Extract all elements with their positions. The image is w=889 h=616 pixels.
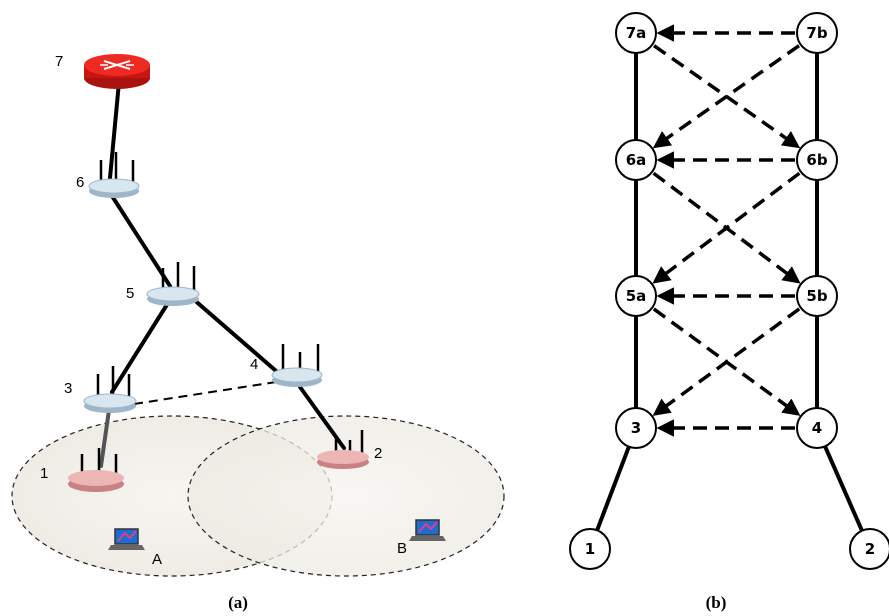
link-3-1 xyxy=(99,408,111,468)
graph-node-circle xyxy=(615,12,657,54)
graph-node-5b: 5b xyxy=(796,275,838,317)
link-7-6 xyxy=(108,80,121,180)
graph-node-7b: 7b xyxy=(796,12,838,54)
access-point-icon xyxy=(88,152,140,198)
graph-node-4: 4 xyxy=(796,407,838,449)
caption-a: (a) xyxy=(228,593,248,612)
gateway-icon xyxy=(317,430,369,469)
dashed-link-5b-3 xyxy=(652,307,801,416)
graph-node-circle xyxy=(569,528,611,570)
graph-node-label: 5a xyxy=(626,287,647,305)
coverage-area-b xyxy=(187,415,505,577)
link-5-3 xyxy=(110,301,170,394)
area-label-b: B xyxy=(397,540,407,557)
gateway-icon xyxy=(68,448,124,492)
access-point-3 xyxy=(83,366,137,413)
solid-link-3-1 xyxy=(595,444,631,533)
graph-node-circle xyxy=(796,139,838,181)
node-label-7: 7 xyxy=(55,53,63,70)
graph-node-label: 3 xyxy=(631,419,641,437)
access-point-4 xyxy=(271,344,323,387)
graph-node-label: 1 xyxy=(585,540,595,558)
graph-node-circle xyxy=(849,528,889,570)
graph-node-6a: 6a xyxy=(615,139,657,181)
graph-node-circle xyxy=(615,407,657,449)
node-label-4: 4 xyxy=(250,356,258,373)
node-label-2: 2 xyxy=(374,445,382,462)
gateway-1 xyxy=(68,448,124,492)
access-point-6 xyxy=(88,152,140,198)
router-icon xyxy=(84,54,150,89)
graph-node-circle xyxy=(796,407,838,449)
access-point-5 xyxy=(146,262,200,306)
node-label-6: 6 xyxy=(76,174,84,191)
access-point-icon xyxy=(271,344,323,387)
graph-node-label: 2 xyxy=(865,540,875,558)
dashed-link-7b-6a xyxy=(652,44,800,149)
caption-b: (b) xyxy=(706,593,727,612)
graph-node-label: 7b xyxy=(806,24,827,42)
graph-node-5a: 5a xyxy=(615,275,657,317)
link-3-4 xyxy=(133,381,277,405)
laptop-icon xyxy=(409,519,446,541)
dashed-link-6b-5a xyxy=(652,171,801,284)
link-5-4 xyxy=(190,296,285,379)
graph-node-label: 7a xyxy=(626,24,647,42)
laptop-a xyxy=(108,528,145,550)
graph-node-6b: 6b xyxy=(796,139,838,181)
laptop-b xyxy=(409,519,446,541)
graph-node-label: 5b xyxy=(806,287,827,305)
access-point-icon xyxy=(146,262,200,306)
link-6-5 xyxy=(110,194,172,288)
graph-node-label: 4 xyxy=(812,419,822,437)
dashed-link-7a-6b xyxy=(653,44,801,149)
panel-b: 7a 7b 6a 6b 5a 5b 3 4 1 2 (b) xyxy=(569,12,889,612)
area-label-a: A xyxy=(152,551,162,568)
solid-link-4-2 xyxy=(823,444,864,533)
node-label-3: 3 xyxy=(64,380,72,397)
graph-node-circle xyxy=(615,275,657,317)
graph-node-circle xyxy=(796,12,838,54)
access-point-icon xyxy=(83,366,137,413)
gateway-2 xyxy=(317,430,369,469)
node-label-5: 5 xyxy=(126,285,134,302)
node-label-1: 1 xyxy=(40,465,48,482)
graph-node-label: 6b xyxy=(806,151,827,169)
laptop-icon xyxy=(108,528,145,550)
graph-node-circle xyxy=(615,139,657,181)
panel-a: 7 6 5 4 3 2 1 A B (a) xyxy=(11,53,505,612)
graph-node-2: 2 xyxy=(849,528,889,570)
graph-node-circle xyxy=(796,275,838,317)
graph-node-label: 6a xyxy=(626,151,647,169)
graph-node-1: 1 xyxy=(569,528,611,570)
graph-node-3: 3 xyxy=(615,407,657,449)
graph-node-7a: 7a xyxy=(615,12,657,54)
